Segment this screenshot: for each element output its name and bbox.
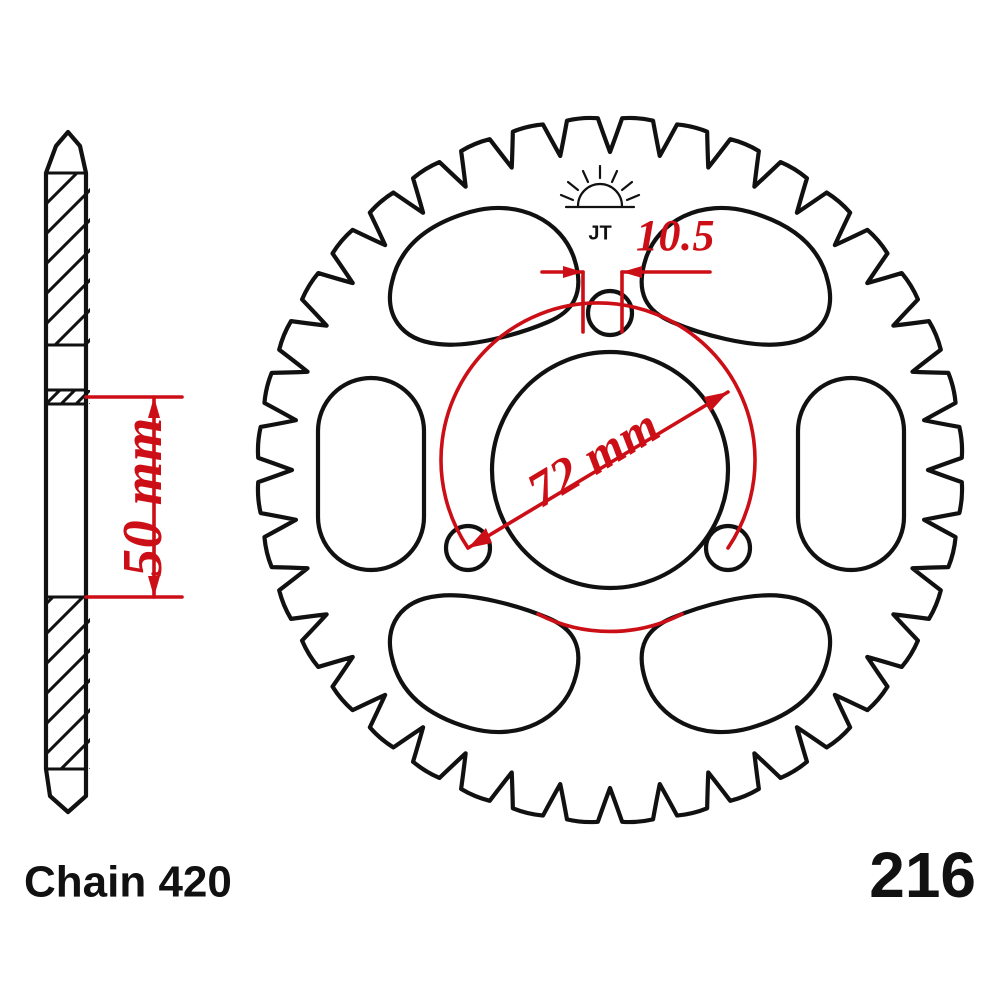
- section-hatching-bottom: [46, 597, 90, 769]
- bolt-hole-spacing-dimension-group: 10.5: [540, 211, 715, 334]
- bolt-circle-arc: [439, 301, 757, 550]
- chain-caption: Chain 420: [24, 858, 232, 907]
- teeth-count-caption: 216: [869, 839, 976, 911]
- spoke-hole-upper-left: [387, 205, 581, 347]
- sun-ray-icon: [610, 169, 619, 184]
- bolt-circle-arrow-left: [468, 528, 492, 548]
- spoke-hole-lower-left: [387, 593, 581, 735]
- spacing-arrow-left: [563, 266, 583, 278]
- arrow-head-down: [148, 576, 160, 597]
- sun-ray-icon: [559, 193, 575, 202]
- jt-sunrise-logo: JT: [559, 164, 641, 245]
- spacing-arrow-right: [622, 266, 642, 278]
- sun-ray-icon: [620, 180, 634, 192]
- bolt-circle-label: 72 mm: [518, 396, 669, 518]
- spoke-hole-left-oval: [315, 375, 427, 573]
- sun-ray-icon: [581, 169, 590, 184]
- bore-width-label: 50 mm: [112, 417, 174, 577]
- front-view-sprocket: [255, 115, 965, 825]
- bolt-hole-right: [703, 523, 753, 573]
- arrow-head-up: [148, 397, 160, 418]
- spoke-hole-right-oval: [795, 375, 907, 573]
- jt-logo-text: JT: [588, 223, 611, 245]
- bolt-circle-leader-line: [466, 390, 730, 550]
- spoke-hole-lower-right: [639, 593, 833, 735]
- bolt-circle-arrow-right: [704, 392, 728, 412]
- section-hatching-top: [46, 173, 90, 345]
- spoke-hole-upper-right: [639, 205, 833, 347]
- sun-ray-icon: [566, 180, 580, 192]
- sun-ray-icon: [625, 193, 641, 202]
- bolt-hole-spacing-label: 10.5: [636, 211, 715, 260]
- sprocket-teeth-outline: [255, 115, 965, 825]
- bolt-circle-arc-bottom: [536, 612, 684, 634]
- bolt-hole-left: [443, 523, 493, 573]
- center-bore: [489, 349, 731, 591]
- bolt-hole-top: [585, 288, 635, 338]
- bore-width-dimension-group: 50 mm: [84, 395, 184, 599]
- sun-dome-icon: [576, 182, 624, 208]
- side-view-outline: [43, 129, 89, 815]
- section-hatching-middle: [46, 390, 90, 404]
- side-section-view: [43, 129, 90, 815]
